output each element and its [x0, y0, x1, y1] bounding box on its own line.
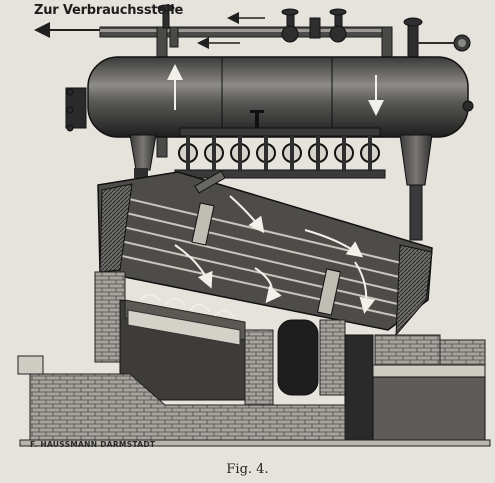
valve-stem	[342, 136, 346, 170]
downcomer-right	[399, 134, 433, 241]
gas-flow-arrows	[174, 195, 376, 314]
valve-stem	[186, 136, 190, 170]
valve-stem	[316, 136, 320, 170]
pressure-gauge	[418, 34, 471, 52]
foundation	[17, 339, 491, 447]
firebox-grate	[127, 294, 241, 346]
valve-stem	[368, 136, 372, 170]
valve-stem	[290, 136, 294, 170]
steam-drum	[87, 56, 469, 138]
water-tube-bank	[97, 170, 433, 337]
valve-stem	[212, 136, 216, 170]
downcomer-left	[129, 134, 157, 178]
engraver-signature: F. HAUSSMANN DARMSTADT	[30, 440, 156, 449]
figure-caption: Fig. 4.	[226, 462, 269, 477]
water-level-gauge	[65, 87, 87, 132]
valve-handwheels	[157, 4, 423, 63]
outlet-label: Zur Verbrauchsstelle	[34, 3, 184, 18]
valve-stem	[238, 136, 242, 170]
valve-stem	[264, 136, 268, 170]
header-valves	[178, 136, 380, 170]
right-fitting	[462, 100, 474, 112]
